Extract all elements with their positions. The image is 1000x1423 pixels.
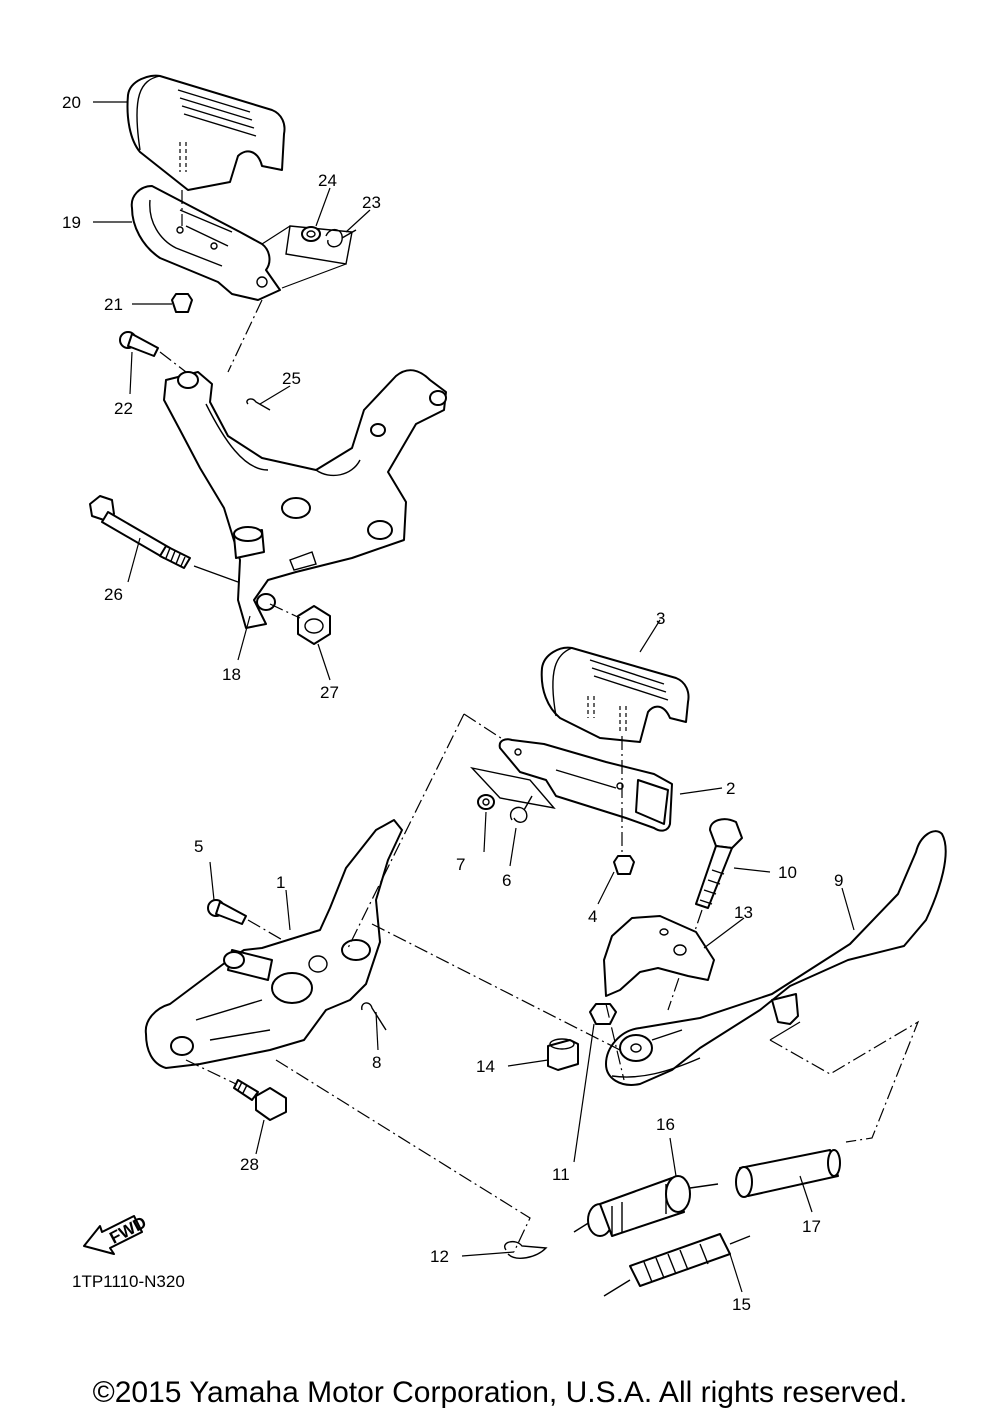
nut-11 <box>589 1003 625 1081</box>
collar-27 <box>297 605 331 645</box>
plate-13 <box>603 915 715 997</box>
spring-16 <box>573 1175 719 1237</box>
spring-23 <box>325 229 357 248</box>
callout-28: 28 <box>240 1155 259 1174</box>
footrest-bracket-front <box>144 819 403 1069</box>
bolt-10 <box>667 818 743 1011</box>
callout-20: 20 <box>62 93 81 112</box>
footrest-bracket <box>163 369 447 629</box>
bolt-26 <box>89 495 239 583</box>
callout-19: 19 <box>62 213 81 232</box>
callout-2: 2 <box>726 779 735 798</box>
callout-10: 10 <box>778 863 797 882</box>
catalog-code: 1TP1110-N320 <box>72 1272 185 1291</box>
nut-21 <box>171 293 193 313</box>
washer-7 <box>469 766 556 810</box>
cotter-pin-8 <box>361 1002 387 1031</box>
callout-27: 27 <box>320 683 339 702</box>
bolt-28 <box>185 1059 287 1121</box>
fwd-arrow-icon: FWD <box>83 1213 150 1255</box>
callout-8: 8 <box>372 1053 381 1072</box>
callout-labels: 20 19 24 23 21 22 25 26 18 27 3 2 7 6 4 … <box>62 93 843 1314</box>
callout-21: 21 <box>104 295 123 314</box>
callout-13: 13 <box>734 903 753 922</box>
callout-1: 1 <box>276 873 285 892</box>
callout-16: 16 <box>656 1115 675 1134</box>
callout-15: 15 <box>732 1295 751 1314</box>
footrest-front <box>498 738 673 832</box>
callout-9: 9 <box>834 871 843 890</box>
nut-4 <box>613 736 635 875</box>
callout-14: 14 <box>476 1057 495 1076</box>
callout-25: 25 <box>282 369 301 388</box>
cotter-pin-25 <box>246 398 271 411</box>
footrest-rubber-front <box>540 646 690 743</box>
callout-17: 17 <box>802 1217 821 1236</box>
callout-12: 12 <box>430 1247 449 1266</box>
spring-6 <box>509 795 533 823</box>
sidestand <box>605 830 947 1086</box>
footrest-rear <box>130 185 281 301</box>
pin-22 <box>119 331 187 373</box>
callout-24: 24 <box>318 171 337 190</box>
callout-23: 23 <box>362 193 381 212</box>
spring-15 <box>603 1233 751 1297</box>
collar-14 <box>547 1038 579 1071</box>
callout-5: 5 <box>194 837 203 856</box>
tube-17 <box>735 1149 841 1198</box>
callout-4: 4 <box>588 907 597 926</box>
footrest-rubber-rear <box>126 74 286 191</box>
callout-3: 3 <box>656 609 665 628</box>
washer-24 <box>285 225 353 265</box>
clip-12 <box>504 1240 548 1259</box>
callout-7: 7 <box>456 855 465 874</box>
callout-6: 6 <box>502 871 511 890</box>
callout-leaders <box>93 101 855 1293</box>
callout-22: 22 <box>114 399 133 418</box>
callout-11: 11 <box>552 1165 570 1184</box>
callout-18: 18 <box>222 665 241 684</box>
callout-26: 26 <box>104 585 123 604</box>
copyright-notice: ©2015 Yamaha Motor Corporation, U.S.A. A… <box>92 1376 908 1409</box>
